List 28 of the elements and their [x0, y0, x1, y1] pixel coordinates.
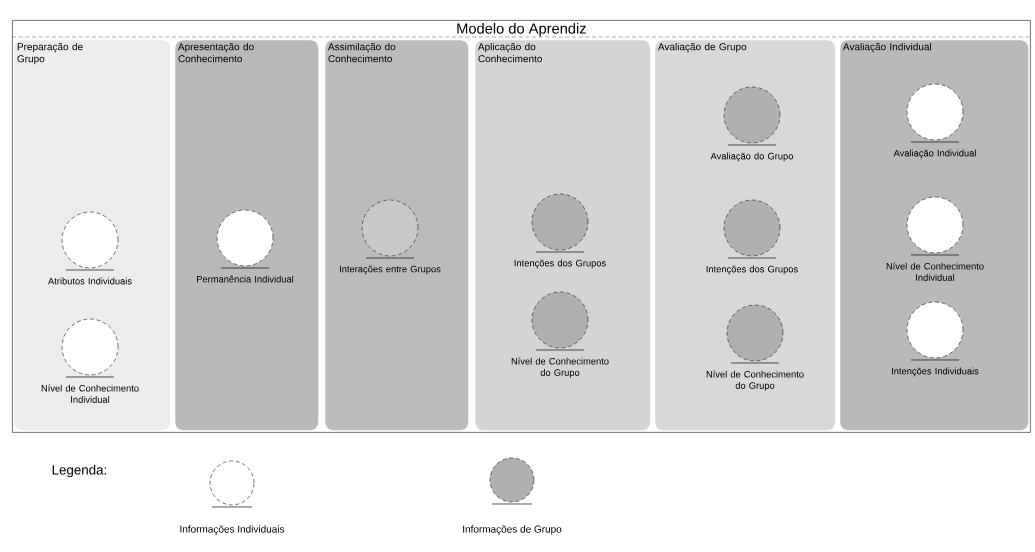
circle-symbol — [906, 301, 964, 361]
circle-symbol — [723, 86, 781, 146]
circle-caption: Nível de Conhecimento do Grupo — [511, 357, 609, 378]
circle-caption: Avaliação do Grupo — [710, 152, 793, 162]
circle-caption: Intenções dos Grupos — [514, 259, 606, 269]
circle-symbol — [906, 196, 964, 256]
legend-label: Informações de Grupo — [463, 525, 562, 535]
circle-symbol — [216, 209, 274, 269]
circle-symbol — [361, 199, 419, 259]
circle-symbol — [726, 304, 784, 364]
legend-title: Legenda: — [52, 464, 106, 478]
circle-symbol — [723, 199, 781, 259]
circle-caption: Nível de Conhecimento Individual — [886, 262, 984, 281]
circle-caption: Nível de Conhecimento do Grupo — [706, 370, 804, 391]
circle-caption: Intenções dos Grupos — [706, 265, 798, 275]
circle-symbol — [61, 211, 119, 271]
circle-caption: Nível de Conhecimento Individual — [41, 384, 139, 403]
circle-caption: Interações entre Grupos — [340, 265, 441, 275]
circle-symbol — [531, 291, 589, 351]
circle-symbol — [61, 318, 119, 378]
circle-caption: Atributos Individuais — [48, 277, 132, 285]
circle-symbol — [906, 83, 964, 143]
node-label: Preparação de Grupo — [17, 42, 83, 65]
circle-symbol — [531, 193, 589, 253]
circle-caption: Avaliação Individual — [893, 149, 976, 159]
legend-label: Informações Individuais — [180, 525, 285, 535]
circle-caption: Intenções Individuais — [892, 367, 979, 377]
circle-caption: Permanência Individual — [197, 275, 294, 283]
